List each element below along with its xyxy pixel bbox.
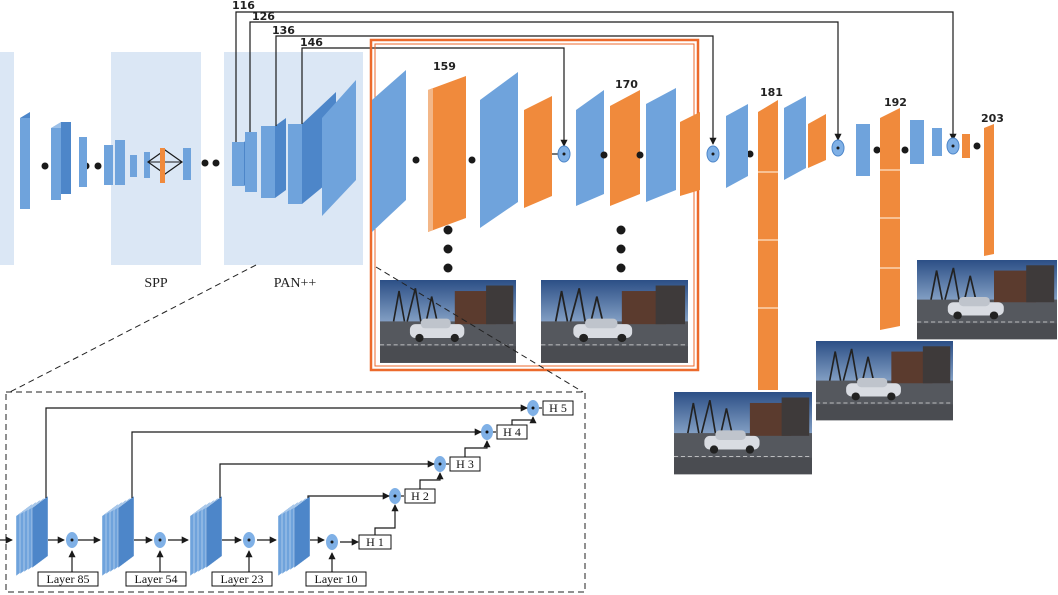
layer-label: Layer 85: [47, 572, 90, 586]
feature-map: [144, 152, 150, 178]
connector-dot: [41, 162, 49, 170]
head-label-170: 170: [615, 78, 638, 91]
backbone-layers: [20, 112, 220, 209]
head-label-192: 192: [884, 96, 907, 109]
feature-map: [79, 137, 87, 187]
feature-map: [160, 148, 165, 183]
skip-label-146: 146: [300, 36, 323, 49]
head-label-203: 203: [981, 112, 1004, 125]
fusion-nodes: [557, 137, 960, 163]
highlight-head-box: [369, 38, 700, 372]
layer-label: Layer 23: [221, 572, 264, 586]
layer-label: Layer 10: [315, 572, 358, 586]
feature-map: [51, 128, 61, 200]
street-scene-photo: [673, 391, 813, 476]
layer-label: Layer 54: [135, 572, 178, 586]
head-box-label: H 3: [456, 457, 474, 471]
connector-dot: [201, 159, 209, 167]
connector-dot: [94, 162, 102, 170]
head-box-label: H 2: [411, 489, 429, 503]
connector-dot: [212, 159, 220, 167]
head-box-label: H 4: [503, 425, 521, 439]
feature-map: [104, 145, 113, 185]
feature-map: [130, 155, 137, 177]
street-scene-photo: [540, 279, 689, 364]
pan-layers: [232, 80, 356, 216]
skip-connections: [235, 11, 957, 147]
detection-heads: [372, 70, 994, 390]
head-label-159: 159: [433, 60, 456, 73]
pan-detail: Layer 85 Layer 54 Layer 23 Layer 10 H 1 …: [0, 400, 574, 587]
layer-stack: [277, 495, 311, 577]
street-scene-photo: [815, 340, 954, 422]
feature-map: [183, 148, 191, 180]
layer-stack: [101, 495, 135, 577]
layer-stack: [15, 495, 49, 577]
street-scene-photo: [379, 279, 517, 364]
layer-stack: [189, 495, 223, 577]
pan-label: PAN++: [274, 276, 317, 291]
head-box-label: H 5: [549, 401, 567, 415]
feature-map: [115, 140, 125, 185]
skip-label-116: 116: [232, 0, 255, 12]
feature-map: [20, 118, 30, 209]
street-scene-photo: [916, 259, 1058, 341]
spp-label: SPP: [144, 276, 168, 291]
left-stage-region: [0, 52, 14, 265]
head-label-181: 181: [760, 86, 783, 99]
skip-label-126: 126: [252, 10, 275, 23]
skip-label-136: 136: [272, 24, 295, 37]
head-box-label: H 1: [366, 535, 384, 549]
